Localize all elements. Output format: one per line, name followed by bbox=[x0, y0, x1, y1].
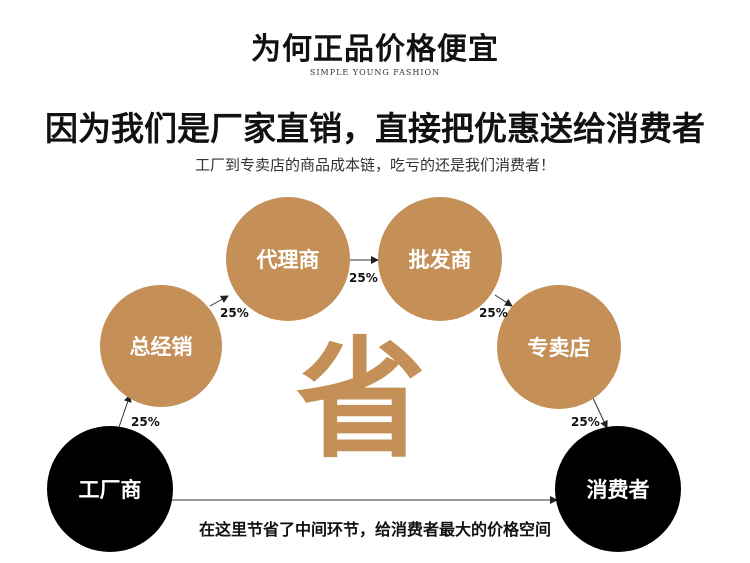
wholesaler-node: 批发商 bbox=[378, 197, 502, 321]
markup-distributor-to-agent: 25% bbox=[220, 306, 249, 320]
distributor-label: 总经销 bbox=[129, 335, 193, 359]
distributor-node: 总经销 bbox=[100, 285, 222, 407]
consumer-label: 消费者 bbox=[586, 478, 650, 502]
agent-label: 代理商 bbox=[256, 248, 320, 272]
wholesaler-label: 批发商 bbox=[408, 248, 472, 272]
page-subtitle: SIMPLE YOUNG FASHION bbox=[309, 68, 441, 77]
markup-store-to-consumer: 25% bbox=[571, 415, 600, 429]
markup-wholesaler-to-store: 25% bbox=[479, 306, 508, 320]
store-node: 专卖店 bbox=[497, 285, 621, 409]
arrow-distributor-to-agent bbox=[209, 295, 229, 307]
consumer-node: 消费者 bbox=[555, 426, 681, 552]
markup-agent-to-wholesaler: 25% bbox=[349, 271, 378, 285]
markup-factory-to-distributor: 25% bbox=[131, 415, 160, 429]
arrow-factory-to-distributor bbox=[117, 394, 132, 431]
store-label: 专卖店 bbox=[527, 336, 591, 360]
page-title: 为何正品价格便宜 bbox=[251, 32, 499, 67]
factory-node: 工厂商 bbox=[47, 426, 173, 552]
bottom-note: 在这里节省了中间环节，给消费者最大的价格空间 bbox=[198, 520, 551, 539]
arrow-store-to-consumer bbox=[592, 397, 608, 429]
agent-node: 代理商 bbox=[226, 197, 350, 321]
factory-label: 工厂商 bbox=[78, 478, 142, 502]
tagline: 工厂到专卖店的商品成本链，吃亏的还是我们消费者！ bbox=[194, 156, 555, 174]
save-character: 省 bbox=[296, 323, 427, 476]
arrow-wholesaler-to-store bbox=[494, 294, 513, 307]
headline: 因为我们是厂家直销，直接把优惠送给消费者 bbox=[45, 109, 705, 148]
